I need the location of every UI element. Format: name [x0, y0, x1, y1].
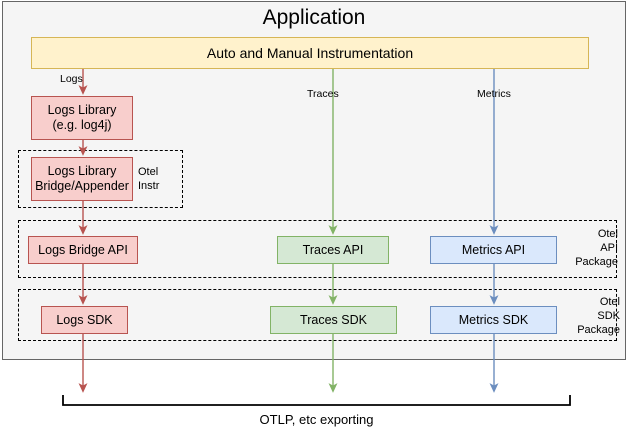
export-caption: OTLP, etc exporting: [259, 412, 374, 427]
group-otel-sdk-package: [18, 289, 617, 341]
group-otel-api-package: [18, 220, 617, 278]
node-text-line: Metrics SDK: [458, 312, 529, 327]
node-logs-bridge-api: Logs Bridge API: [28, 236, 138, 264]
edge-label-logs: Logs: [60, 73, 83, 85]
node-text-line: Logs Library: [47, 103, 117, 117]
node-text-line: Traces SDK: [300, 312, 367, 327]
node-logs-library: Logs Library (e.g. log4j): [31, 96, 133, 140]
group-label-line: Otel: [597, 228, 618, 240]
group-label-line: Package: [577, 324, 620, 336]
group-label-line: Package: [575, 256, 618, 268]
group-label-line: API: [600, 242, 618, 254]
node-text-line: Bridge/Appender: [35, 179, 129, 193]
group-label-line: Instr: [138, 180, 160, 192]
group-label-line: SDK: [597, 310, 620, 322]
node-text-line: Logs Library: [47, 164, 117, 178]
group-otel-instr: [18, 150, 183, 208]
node-traces-sdk: Traces SDK: [270, 306, 397, 334]
node-text-line: Logs Bridge API: [38, 242, 128, 257]
node-text-line: (e.g. log4j): [52, 118, 112, 132]
instrumentation-bar: Auto and Manual Instrumentation: [31, 37, 589, 69]
edge-label-traces: Traces: [307, 88, 339, 100]
group-otel-instr-label: Otel Instr: [138, 165, 188, 193]
group-otel-sdk-label: Otel SDK Package: [556, 295, 620, 337]
group-otel-api-label: Otel API Package: [556, 227, 618, 269]
node-metrics-api: Metrics API: [430, 236, 557, 264]
node-text-line: Traces API: [302, 242, 364, 257]
node-logs-sdk: Logs SDK: [41, 306, 128, 334]
edge-label-metrics: Metrics: [477, 88, 511, 100]
node-text-line: Logs SDK: [56, 312, 113, 327]
node-logs-library-bridge-appender: Logs Library Bridge/Appender: [31, 157, 133, 201]
node-traces-api: Traces API: [277, 236, 389, 264]
node-text-line: Metrics API: [461, 242, 526, 257]
node-metrics-sdk: Metrics SDK: [430, 306, 557, 334]
page-title: Application: [262, 6, 366, 29]
instrumentation-label: Auto and Manual Instrumentation: [206, 45, 414, 61]
group-label-line: Otel: [599, 296, 620, 308]
group-label-line: Otel: [138, 166, 159, 178]
